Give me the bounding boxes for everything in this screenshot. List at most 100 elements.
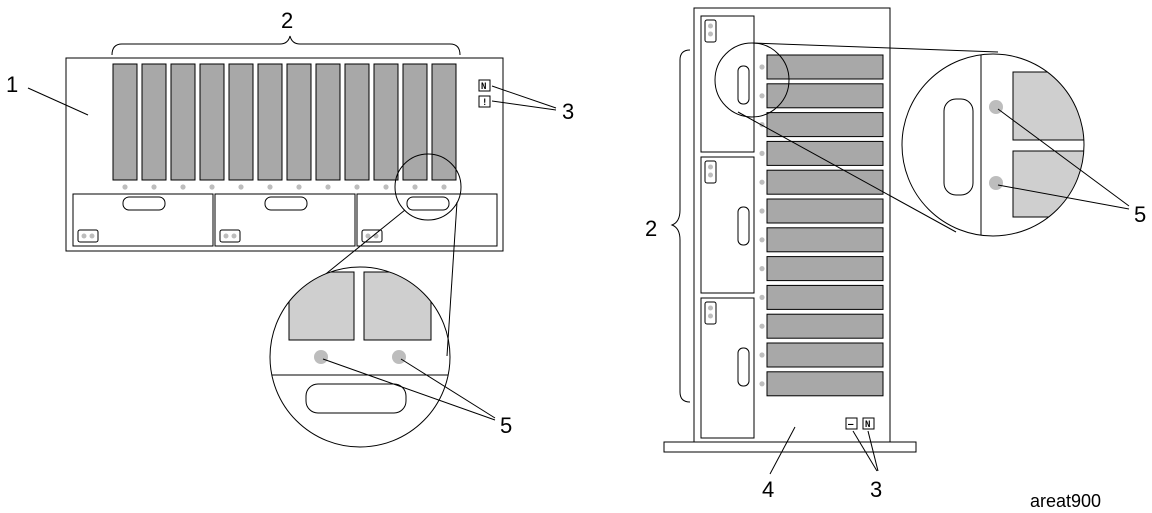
- rack-module-led: [365, 233, 371, 239]
- tower-attention-indicator-icon: [845, 417, 858, 430]
- rack-zoom-source-circle: [394, 153, 462, 221]
- rack-zoom-line-right: [446, 201, 458, 357]
- attention-indicator-icon: [478, 95, 491, 108]
- tower-bay-led: [759, 294, 765, 300]
- tower-module-led-box: [704, 19, 717, 43]
- tower-module-handle: [737, 347, 750, 387]
- tower-zoom-circle: [901, 53, 1085, 237]
- tower-drive-bays: [766, 54, 884, 397]
- tower-drive-bay: [766, 256, 884, 282]
- tower-bay-led: [759, 323, 765, 329]
- tower-bay-led: [759, 179, 765, 185]
- rack-bay-led: [412, 184, 418, 190]
- tower-module-led-box: [704, 301, 717, 325]
- tower-indicator-leader-1: [852, 430, 878, 472]
- rack-drive-bay: [199, 63, 225, 181]
- tower-drive-bay: [766, 83, 884, 109]
- rack-bay-leds: [122, 184, 447, 190]
- tower-zoom-bay-bottom: [1012, 150, 1084, 218]
- rack-bays-bracket: [111, 35, 461, 56]
- rack-drive-bay: [431, 63, 457, 181]
- rack-module-handle: [122, 196, 166, 211]
- tower-drive-bay: [766, 342, 884, 368]
- rack-bay-led: [267, 184, 273, 190]
- tower-bay-led: [759, 64, 765, 70]
- tower-bay-led: [759, 208, 765, 214]
- tower-module-led: [708, 23, 713, 29]
- tower-drive-bay: [766, 112, 884, 138]
- tower-power-indicator-icon: [862, 417, 875, 430]
- rack-bay-led: [151, 184, 157, 190]
- rack-indicators-label: 3: [562, 99, 574, 124]
- rack-zoom-led-right: [392, 350, 406, 364]
- tower-indicator-leader-2: [867, 430, 879, 472]
- rack-module-led: [81, 233, 87, 239]
- rack-drive-bay: [315, 63, 341, 181]
- tower-led-leader-1: [997, 108, 1130, 207]
- tower-bays-label: 2: [645, 216, 657, 241]
- figure-caption: areat900: [1030, 491, 1101, 511]
- rack-chassis-leader: [27, 87, 89, 116]
- rack-view: N !: [6, 8, 574, 448]
- attention-indicator-glyph: !: [482, 98, 487, 108]
- tower-bay-led: [759, 150, 765, 156]
- tower-module-led: [708, 172, 713, 178]
- rack-module-led: [231, 233, 237, 239]
- power-indicator-glyph: N: [481, 82, 486, 92]
- tower-drive-bay: [766, 169, 884, 195]
- rack-module-led: [223, 233, 229, 239]
- rack-drive-bay: [344, 63, 370, 181]
- rack-pci-modules: [72, 193, 498, 247]
- rack-bay-led: [354, 184, 360, 190]
- tower-zoom-line-top: [751, 42, 999, 53]
- rack-drive-bay: [228, 63, 254, 181]
- rack-indicator-panel: N !: [478, 79, 491, 108]
- tower-drive-bay: [766, 227, 884, 253]
- tower-zoom-led-top: [989, 100, 1003, 114]
- tower-base-label: 4: [762, 477, 774, 502]
- rack-magnified-view: [269, 266, 451, 448]
- rack-module-led: [89, 233, 95, 239]
- rack-zoom-bay-left: [288, 271, 355, 341]
- tower-bay-led: [759, 237, 765, 243]
- tower-drive-bay: [766, 198, 884, 224]
- rack-drive-bay: [402, 63, 428, 181]
- rack-module-handle: [264, 196, 308, 211]
- tower-bay-led: [759, 381, 765, 387]
- tower-pci-modules: [700, 15, 755, 439]
- tower-base-leader: [769, 426, 796, 475]
- rack-bay-led: [325, 184, 331, 190]
- tower-module-handle: [737, 206, 750, 246]
- rack-leds-label: 5: [500, 413, 512, 438]
- tower-attention-indicator-glyph: –: [848, 420, 854, 430]
- rack-drive-bays: [112, 63, 457, 181]
- rack-drive-bay: [141, 63, 167, 181]
- rack-bay-led: [122, 184, 128, 190]
- tower-drive-bay: [766, 140, 884, 166]
- rack-module-led-box: [77, 229, 99, 243]
- tower-view: – N 2: [645, 7, 1146, 502]
- rack-indicator-leader-2: [491, 100, 557, 111]
- tower-module-led: [708, 31, 713, 37]
- rack-indicator-leader-1: [491, 85, 557, 109]
- rack-bay-led: [238, 184, 244, 190]
- tower-drive-bay: [766, 54, 884, 80]
- tower-module-led-box: [704, 160, 717, 184]
- rack-zoom-bay-right: [363, 271, 432, 341]
- rack-bay-led: [441, 184, 447, 190]
- rack-led-leader-1: [322, 358, 496, 421]
- tower-power-indicator-glyph: N: [865, 420, 870, 430]
- tower-bays-bracket: [670, 49, 691, 403]
- tower-leds-label: 5: [1134, 202, 1146, 227]
- rack-chassis-label: 1: [6, 72, 18, 97]
- rack-drive-bay: [170, 63, 196, 181]
- rack-zoom-handle: [305, 383, 407, 414]
- rack-bay-led: [383, 184, 389, 190]
- rack-drive-bay: [257, 63, 283, 181]
- tower-base-plate: [663, 441, 917, 453]
- tower-module-handle: [737, 65, 750, 105]
- rack-zoom-led-left: [314, 350, 328, 364]
- tower-zoom-line-bottom: [737, 111, 957, 233]
- rack-bay-led: [209, 184, 215, 190]
